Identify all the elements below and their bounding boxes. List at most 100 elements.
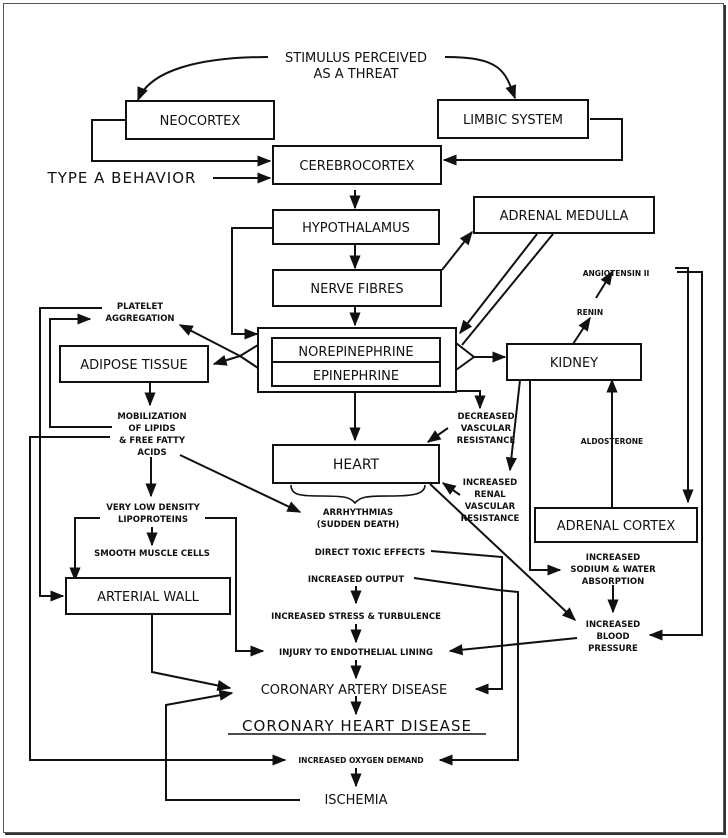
bp-label-2: BLOOD <box>596 632 629 642</box>
arrow-ischemia-cad <box>165 689 300 801</box>
hypothalamus-label: HYPOTHALAMUS <box>302 221 410 236</box>
kidney-box <box>506 343 642 381</box>
arrow-kidney-rvr <box>505 379 521 472</box>
dvr-label-2: VASCULAR <box>461 424 512 434</box>
connectors <box>29 56 703 801</box>
arrow-platelet-arterial <box>39 307 102 602</box>
arrow-mobil-oxygen <box>29 436 287 766</box>
arrow-angio-cortex <box>675 267 694 504</box>
arrow-angio-bp <box>648 271 703 641</box>
arrow-catechol-dvr <box>456 390 486 410</box>
bp-label-3: PRESSURE <box>588 644 638 654</box>
norepinephrine-label: NOREPINEPHRINE <box>298 345 413 360</box>
kidney-label: KIDNEY <box>550 356 598 371</box>
fan-right <box>455 342 476 371</box>
platelet-label-2: AGGREGATION <box>105 314 174 324</box>
sodium-label-1: INCREASED <box>586 553 640 563</box>
mobilization-label-4: ACIDS <box>137 448 166 458</box>
arrow-catechol-adipose <box>212 354 241 366</box>
mobilization-label-2: OF LIPIDS <box>128 424 175 434</box>
rvr-label-3: VASCULAR <box>465 502 516 512</box>
heart-box <box>272 444 440 484</box>
arrow-kidney-renin <box>572 316 591 345</box>
boxes <box>59 99 698 615</box>
direct-toxic-label: DIRECT TOXIC EFFECTS <box>315 548 426 558</box>
arrow-bp-injury <box>448 637 578 656</box>
increased-output-label: INCREASED OUTPUT <box>308 575 404 585</box>
platelet-label-1: PLATELET <box>117 302 163 312</box>
arrow-vldl-injury <box>205 517 265 657</box>
aldosterone-label: ALDOSTERONE <box>581 437 643 446</box>
arterial-wall-label: ARTERIAL WALL <box>97 590 200 605</box>
sodium-label-3: ABSORPTION <box>582 577 644 587</box>
heart-label: HEART <box>333 457 380 473</box>
cerebrocortex-box <box>272 145 442 185</box>
rvr-label-4: RESISTANCE <box>461 514 520 524</box>
fan-left <box>238 344 259 369</box>
arrow-nerve-medulla <box>441 230 473 271</box>
arrow-catechol-platelet <box>178 324 241 357</box>
arrow-rvr-heart <box>441 482 461 496</box>
chd-label: CORONARY HEART DISEASE <box>242 717 472 735</box>
arrow-mobil-arrhythmia <box>179 454 302 513</box>
vldl-label-1: VERY LOW DENSITY <box>106 503 200 513</box>
adrenal-medulla-box <box>473 196 655 234</box>
smooth-muscle-label: SMOOTH MUSCLE CELLS <box>94 549 210 559</box>
figure-frame <box>3 3 724 833</box>
stress-label: INCREASED STRESS & TURBULENCE <box>271 612 441 622</box>
limbic-label: LIMBIC SYSTEM <box>463 113 563 128</box>
arrow-medulla-catechol-2 <box>461 233 554 346</box>
mobilization-label-1: MOBILIZATION <box>117 412 186 422</box>
adrenal-cortex-label: ADRENAL CORTEX <box>557 519 676 534</box>
oxygen-demand-label: INCREASED OXYGEN DEMAND <box>298 756 423 765</box>
adrenal-medulla-label: ADRENAL MEDULLA <box>500 209 629 224</box>
nerve-fibres-box <box>272 269 442 307</box>
cad-label: CORONARY ARTERY DISEASE <box>261 683 448 698</box>
adipose-box <box>59 345 209 383</box>
rvr-label-2: RENAL <box>474 490 506 500</box>
epinephrine-label: EPINEPHRINE <box>313 369 399 384</box>
renin-label: RENIN <box>577 308 603 317</box>
labels: STIMULUS PERCEIVED AS A THREAT NEOCORTEX… <box>47 51 676 808</box>
arrow-kidney-sodium <box>529 380 562 576</box>
limbic-box <box>437 99 589 139</box>
adipose-label: ADIPOSE TISSUE <box>80 358 187 373</box>
sodium-label-2: SODIUM & WATER <box>570 565 656 575</box>
arrow-stimulus-neocortex <box>137 56 269 102</box>
arrow-dvr-heart <box>426 427 449 443</box>
bp-label-1: INCREASED <box>586 620 640 630</box>
arrow-heart-bp <box>429 483 577 621</box>
injury-label: INJURY TO ENDOTHELIAL LINING <box>279 648 433 658</box>
arrow-medulla-catechol-1 <box>459 233 538 335</box>
hypothalamus-box <box>272 209 440 245</box>
nerve-fibres-label: NERVE FIBRES <box>310 282 403 297</box>
arrow-output-oxygen <box>413 577 519 766</box>
arrhythmias-label-2: (SUDDEN DEATH) <box>317 520 400 530</box>
type-a-label: TYPE A BEHAVIOR <box>47 169 197 187</box>
rvr-label-1: INCREASED <box>463 478 517 488</box>
arrow-neocortex-cerebro <box>91 119 272 167</box>
mobilization-label-3: & FREE FATTY <box>119 436 186 446</box>
arrow-hypothal-catechol <box>231 227 272 340</box>
arrow-mobil-platelet <box>49 313 112 428</box>
adrenal-cortex-box <box>534 507 698 543</box>
arrow-vldl-arterial <box>69 517 100 582</box>
heart-brace <box>290 484 426 505</box>
stimulus-label-2: AS A THREAT <box>313 67 398 82</box>
arrhythmias-label-1: ARRHYTHMIAS <box>323 508 393 518</box>
stimulus-label-1: STIMULUS PERCEIVED <box>285 51 427 66</box>
cerebrocortex-label: CEREBROCORTEX <box>299 159 414 174</box>
vldl-label-2: LIPOPROTEINS <box>118 515 188 525</box>
neocortex-label: NEOCORTEX <box>160 114 241 129</box>
neocortex-box <box>125 100 275 140</box>
arrow-arterial-cad <box>151 614 232 691</box>
arrow-toxic-cad <box>430 550 503 695</box>
arrow-limbic-cerebro <box>442 118 623 166</box>
dvr-label-3: RESISTANCE <box>457 436 516 446</box>
arterial-wall-box <box>65 577 231 615</box>
arrow-renin-angio <box>595 270 613 299</box>
dvr-label-1: DECREASED <box>457 412 514 422</box>
arrow-stimulus-limbic <box>444 56 517 100</box>
angiotensin-label: ANGIOTENSIN II <box>583 269 650 278</box>
